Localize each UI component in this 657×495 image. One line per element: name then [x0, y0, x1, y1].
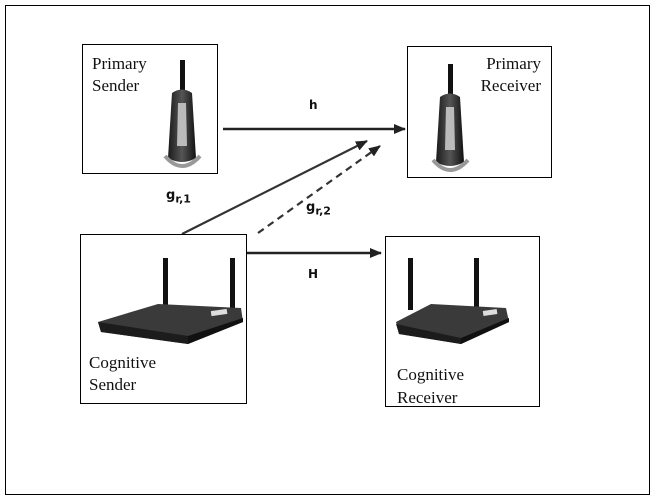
- wireless-adapter-icon: [163, 60, 202, 168]
- cognitive-sender-box: Cognitive Sender: [80, 234, 247, 404]
- edge-label-h: h: [309, 98, 318, 112]
- edge-label-g-r2-sub: r,2: [315, 204, 331, 218]
- primary-sender-box: Primary Sender: [82, 44, 218, 174]
- primary-receiver-label-line2: Receiver: [480, 76, 541, 95]
- primary-sender-label-line1: Primary: [92, 54, 147, 73]
- cognitive-sender-label-line1: Cognitive: [89, 353, 157, 372]
- arrow-g-r1: [181, 140, 368, 235]
- cognitive-sender-label-line2: Sender: [89, 375, 137, 394]
- primary-receiver-label-line1: Primary: [486, 54, 541, 73]
- cognitive-receiver-label-line1: Cognitive: [397, 365, 465, 384]
- edge-label-H: H: [308, 267, 319, 281]
- edge-label-g-r1-base: g: [166, 188, 176, 203]
- wireless-router-icon: [396, 258, 509, 344]
- cognitive-receiver-label-line2: Receiver: [397, 388, 458, 407]
- edge-label-g-r2-base: g: [306, 200, 316, 215]
- arrow-g-r2: [257, 145, 381, 234]
- wireless-router-icon: [98, 258, 243, 344]
- edge-label-g-r1: gr,1: [166, 188, 191, 206]
- cognitive-receiver-box: Cognitive Receiver: [385, 236, 540, 407]
- primary-sender-label-line2: Sender: [92, 76, 140, 95]
- edge-label-g-r1-sub: r,1: [175, 192, 191, 206]
- wireless-adapter-icon: [431, 64, 470, 172]
- edge-label-g-r2: gr,2: [306, 200, 331, 218]
- primary-receiver-box: Primary Receiver: [407, 46, 552, 178]
